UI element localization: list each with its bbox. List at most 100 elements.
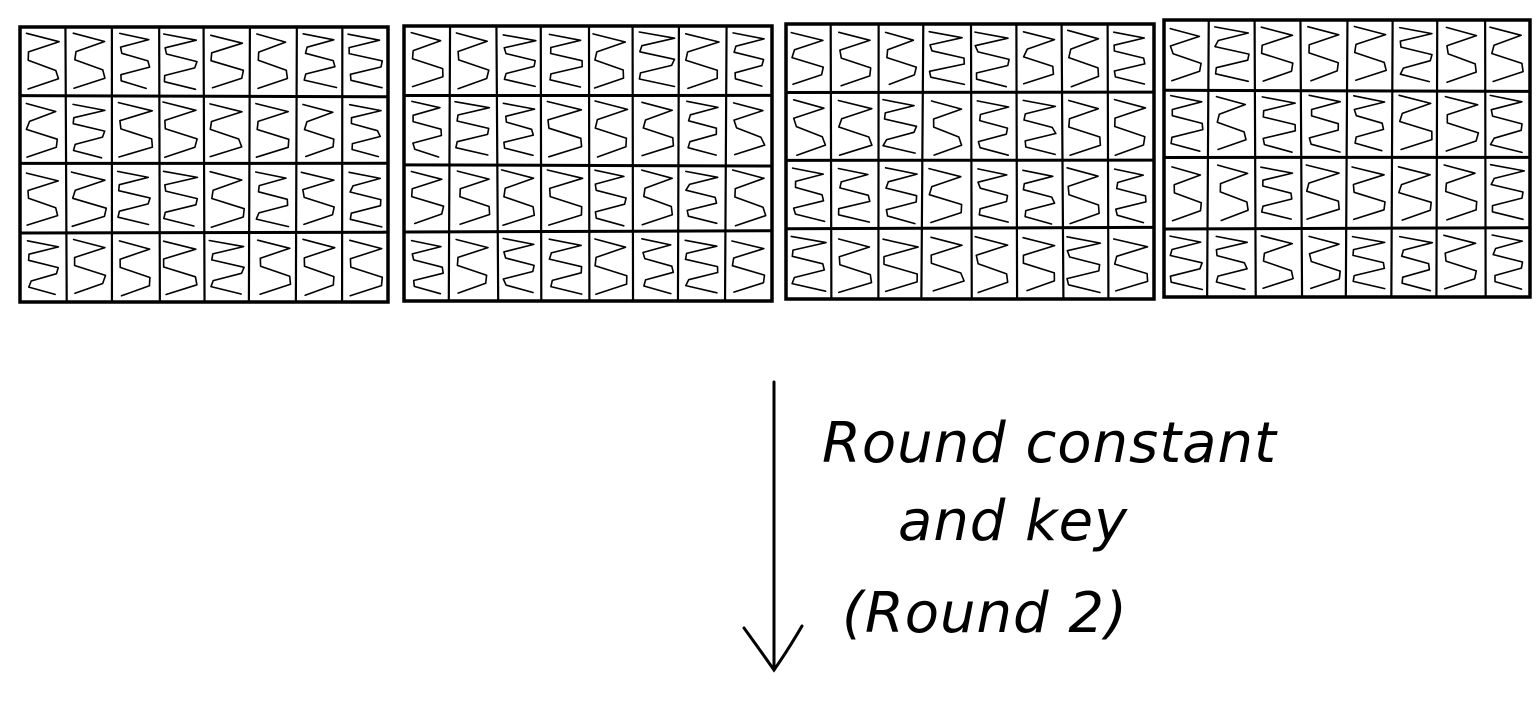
cell-scribble: [732, 32, 765, 87]
cell-scribble: [1215, 235, 1248, 291]
cell-scribble: [254, 171, 290, 228]
cell-scribble: [1398, 94, 1433, 151]
cell-scribble: [1113, 31, 1146, 85]
cell-scribble: [1489, 26, 1524, 83]
cell-scribble: [456, 170, 491, 225]
label-line-2: and key: [898, 489, 1128, 554]
grid-row-line: [18, 230, 390, 235]
cell-scribble: [1068, 99, 1102, 157]
cell-scribble: [255, 102, 290, 158]
cell-scribble: [928, 167, 963, 224]
cell-scribble: [1397, 166, 1432, 221]
cell-scribble: [1351, 166, 1386, 221]
cell-scribble: [594, 169, 627, 227]
cell-scribble: [1353, 25, 1387, 82]
state-blocks: [18, 18, 1532, 304]
cell-scribble: [410, 239, 444, 295]
label-line-3: (Round 2): [842, 581, 1128, 646]
cell-scribble: [411, 100, 443, 158]
cell-scribble: [1351, 235, 1386, 290]
cell-scribble: [641, 238, 675, 295]
cell-scribble: [546, 100, 583, 158]
cell-scribble: [256, 33, 289, 90]
cell-scribble: [1489, 94, 1523, 154]
cell-scribble: [1169, 27, 1202, 82]
cell-scribble: [347, 33, 384, 89]
cell-scribble: [638, 31, 676, 88]
cell-scribble: [684, 239, 719, 294]
state-block-border: [784, 22, 1156, 301]
cell-scribble: [1169, 235, 1204, 291]
cell-scribble: [1261, 96, 1297, 153]
cell-scribble: [641, 169, 674, 226]
cell-scribble: [1022, 169, 1056, 225]
cell-scribble: [208, 239, 245, 295]
cell-scribble: [837, 238, 873, 294]
grid-row-line: [1162, 226, 1532, 231]
cell-scribble: [1398, 235, 1434, 292]
cell-scribble: [1022, 236, 1056, 292]
cell-scribble: [1444, 95, 1480, 152]
cell-scribble: [72, 238, 107, 295]
cell-scribble: [455, 238, 489, 294]
cell-scribble: [641, 101, 675, 157]
grid-row-line: [18, 94, 390, 99]
cell-scribble: [1260, 26, 1294, 82]
cell-scribble: [686, 100, 719, 156]
cell-scribble: [976, 100, 1010, 156]
cell-scribble: [1171, 166, 1203, 222]
cell-scribble: [1443, 234, 1478, 290]
cell-scribble: [348, 171, 383, 228]
cell-scribble: [882, 238, 919, 293]
cell-scribble: [1491, 234, 1524, 290]
cell-scribble: [548, 238, 583, 295]
cell-scribble: [162, 170, 199, 227]
cell-scribble: [1489, 163, 1526, 221]
state-block: [1162, 18, 1532, 299]
cell-scribble: [302, 33, 338, 89]
cell-scribble: [1066, 167, 1100, 225]
state-block: [784, 22, 1156, 301]
cell-scribble: [930, 100, 963, 156]
grid-row-line: [784, 225, 1156, 231]
cell-scribble: [25, 102, 59, 158]
cell-scribble: [210, 34, 245, 89]
cell-scribble: [454, 100, 491, 156]
cell-scribble: [838, 31, 872, 87]
cell-scribble: [594, 100, 629, 158]
cell-scribble: [884, 31, 918, 86]
cell-scribble: [1399, 26, 1433, 83]
grid-column-line: [676, 24, 681, 303]
cell-scribble: [1307, 25, 1340, 82]
cell-scribble: [1022, 31, 1056, 85]
cell-scribble: [502, 237, 535, 294]
cell-scribble: [1216, 164, 1249, 222]
cell-scribble: [732, 102, 766, 156]
arrow-label: Round constant and key (Round 2): [822, 411, 1278, 646]
cell-scribble: [928, 30, 966, 86]
grid-column-line: [495, 24, 500, 303]
cell-scribble: [1353, 95, 1386, 152]
cell-scribble: [349, 239, 384, 297]
cell-scribble: [300, 171, 335, 226]
grid-row-line: [402, 229, 774, 234]
cell-scribble: [1066, 29, 1100, 88]
cell-scribble: [548, 33, 583, 88]
cell-scribble: [837, 167, 871, 223]
cell-scribble: [72, 103, 106, 159]
cell-scribble: [1308, 235, 1341, 290]
state-block: [18, 25, 390, 304]
cell-scribble: [302, 103, 335, 158]
cell-scribble: [792, 99, 827, 156]
cell-scribble: [410, 31, 444, 88]
cell-scribble: [977, 168, 1009, 223]
cell-scribble: [974, 235, 1009, 294]
grid-column-line: [723, 24, 728, 303]
cell-scribble: [1305, 164, 1340, 220]
cell-scribble: [790, 235, 827, 292]
cell-scribble: [117, 101, 154, 158]
cell-scribble: [162, 33, 198, 91]
label-line-1: Round constant: [822, 411, 1278, 476]
cell-scribble: [790, 31, 825, 86]
